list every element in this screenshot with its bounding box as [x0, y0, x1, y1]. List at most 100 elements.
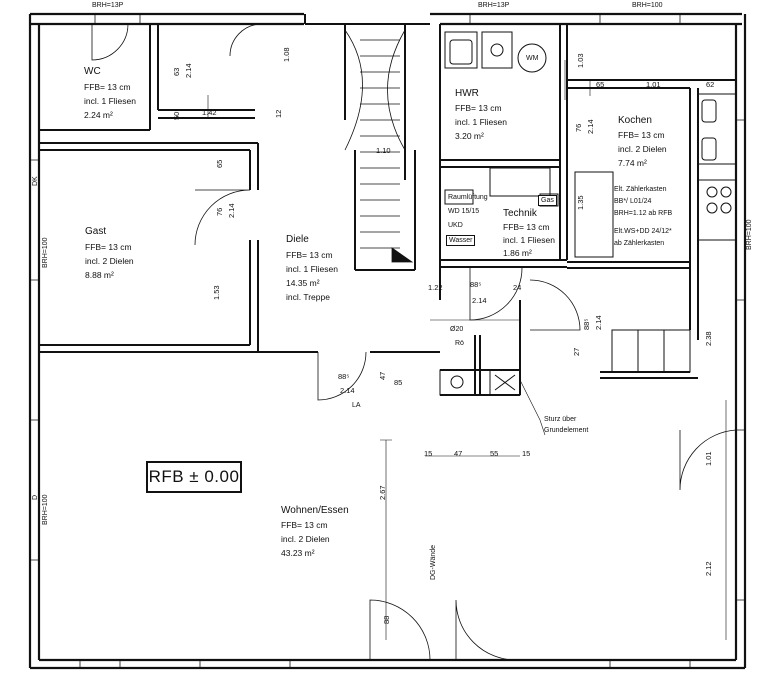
dim-47-b: 47 — [454, 449, 463, 458]
dim-214-kochen: 2.14 — [586, 119, 595, 134]
dim-47: 47 — [378, 371, 387, 380]
wohnen-walls — [258, 300, 698, 396]
wc-ffb: FFB= 13 cm — [84, 82, 131, 92]
kochen-ffb: FFB= 13 cm — [618, 130, 665, 140]
wohnen-room-name: Wohnen/Essen — [281, 505, 349, 516]
d-label-left: D — [32, 494, 39, 500]
wohnen-ffb: FFB= 13 cm — [281, 520, 328, 530]
diele-floor: incl. 1 Fliesen — [286, 264, 338, 274]
hwr-area: 3.20 m² — [455, 131, 484, 141]
dim-238: 2.38 — [704, 331, 713, 346]
dim-885-wohnen: 88⁵ — [338, 372, 350, 381]
top-brh-label-1: BRH=13P — [92, 2, 124, 9]
dimension-lines — [207, 60, 727, 640]
la-label: LA — [352, 402, 361, 409]
kochen-floor: incl. 2 Dielen — [618, 144, 667, 154]
diele-ffb: FFB= 13 cm — [286, 250, 333, 260]
zaehler-note-5: ab Zählerkasten — [614, 240, 665, 247]
dim-85: 85 — [394, 378, 403, 387]
gast-area: 8.88 m² — [85, 270, 114, 280]
diele-extra: incl. Treppe — [286, 292, 330, 302]
dim-214-gast: 2.14 — [227, 203, 236, 218]
hwr-room-name: HWR — [455, 88, 479, 99]
wohnen-area: 43.23 m² — [281, 548, 315, 558]
gas-label: Gas — [538, 195, 557, 206]
dim-24: 24 — [513, 283, 522, 292]
dk-label-left: DK — [32, 176, 39, 186]
wc-room-name: WC — [84, 66, 101, 77]
left-brh-label-1: BRH=100 — [42, 237, 49, 268]
dim-214-technik: 2.14 — [472, 296, 487, 305]
top-brh-label-2: BRH=13P — [478, 2, 510, 9]
dim-63: 63 — [172, 67, 181, 76]
hwr-ffb: FFB= 13 cm — [455, 103, 502, 113]
dim-76-kochen: 76 — [574, 123, 583, 132]
right-brh-label: BRH=100 — [746, 219, 753, 250]
dim-212: 2.12 — [704, 561, 713, 576]
dim-214-kochen-door: 2.14 — [594, 315, 603, 330]
sturz-note-2: Grundelement — [544, 427, 589, 434]
dim-62: 62 — [706, 80, 715, 89]
dim-65-kochen: 65 — [596, 80, 605, 89]
wohnen-floor: incl. 2 Dielen — [281, 534, 330, 544]
dim-214-wc: 2.14 — [184, 63, 193, 78]
dim-103: 1.03 — [576, 53, 585, 68]
wd-label: WD 15/15 — [448, 208, 480, 215]
dim-88: 88 — [382, 615, 391, 624]
dim-135: 1.35 — [576, 195, 585, 210]
dim-101-wohnen: 1.01 — [704, 451, 713, 466]
dim-27: 27 — [572, 347, 581, 356]
technik-floor: incl. 1 Fliesen — [503, 235, 555, 245]
wc-walls — [39, 24, 255, 131]
zaehler-note-4: Elt.WS+DD 24/12* — [614, 228, 672, 235]
dim-885-technik: 88⁵ — [470, 280, 482, 289]
kochen-room-name: Kochen — [618, 115, 652, 126]
stairs — [344, 29, 414, 263]
diele-area: 14.35 m² — [286, 278, 320, 288]
dim-267: 2.67 — [378, 485, 387, 500]
kochen-area: 7.74 m² — [618, 158, 647, 168]
zaehler-note-2: BB*/ L01/24 — [614, 198, 652, 205]
dim-214-wohnen: 2.14 — [340, 386, 355, 395]
dim-885-kochen: 88⁵ — [582, 318, 591, 330]
dim-101: 1.01 — [646, 80, 661, 89]
wc-area: 2.24 m² — [84, 110, 113, 120]
dim-153: 1.53 — [212, 285, 221, 300]
dim-142: 1.42 — [202, 108, 217, 117]
hwr-floor: incl. 1 Fliesen — [455, 117, 507, 127]
left-brh-label-2: BRH=100 — [42, 494, 49, 525]
diele-room-name: Diele — [286, 234, 309, 245]
dim-15-left: 15 — [424, 449, 433, 458]
dim-12: 12 — [274, 109, 283, 118]
gast-room-name: Gast — [85, 226, 107, 237]
dim-15-right: 15 — [522, 449, 531, 458]
technik-ffb: FFB= 13 cm — [503, 222, 550, 232]
dim-505: 50⁵ — [172, 108, 181, 120]
dg-wande-label: DG-Wände — [430, 544, 437, 580]
dim-108: 1.08 — [282, 47, 291, 62]
gast-ffb: FFB= 13 cm — [85, 242, 132, 252]
window-marks — [30, 14, 745, 668]
wm-label: WM — [526, 55, 539, 62]
rfb-reference-label: RFB ± 0.00 — [146, 461, 242, 493]
gast-walls — [39, 142, 259, 353]
wasser-label: Wasser — [446, 235, 476, 246]
stair-walls — [304, 14, 441, 300]
sturz-note-1: Sturz über — [544, 416, 577, 423]
dim-65: 65 — [215, 159, 224, 168]
zaehler-note-1: Elt. Zählerkasten — [614, 186, 667, 193]
raumlueftung-label: Raumlüftung — [448, 194, 488, 201]
dim-76-gast: 76 — [215, 207, 224, 216]
dim-122: 1.22 — [428, 283, 443, 292]
technik-room-name: Technik — [503, 208, 537, 219]
top-brh-label-3: BRH=100 — [632, 2, 663, 9]
ro-label: Rö — [455, 340, 464, 347]
dim-55: 55 — [490, 449, 499, 458]
dim-110: 1.10 — [376, 146, 391, 155]
ukd-label: UKD — [448, 222, 463, 229]
gast-floor: incl. 2 Dielen — [85, 256, 134, 266]
zaehler-note-3: BRH=1.12 ab RFB — [614, 210, 673, 217]
technik-area: 1.86 m² — [503, 248, 532, 258]
d20-label: Ø20 — [450, 326, 464, 333]
